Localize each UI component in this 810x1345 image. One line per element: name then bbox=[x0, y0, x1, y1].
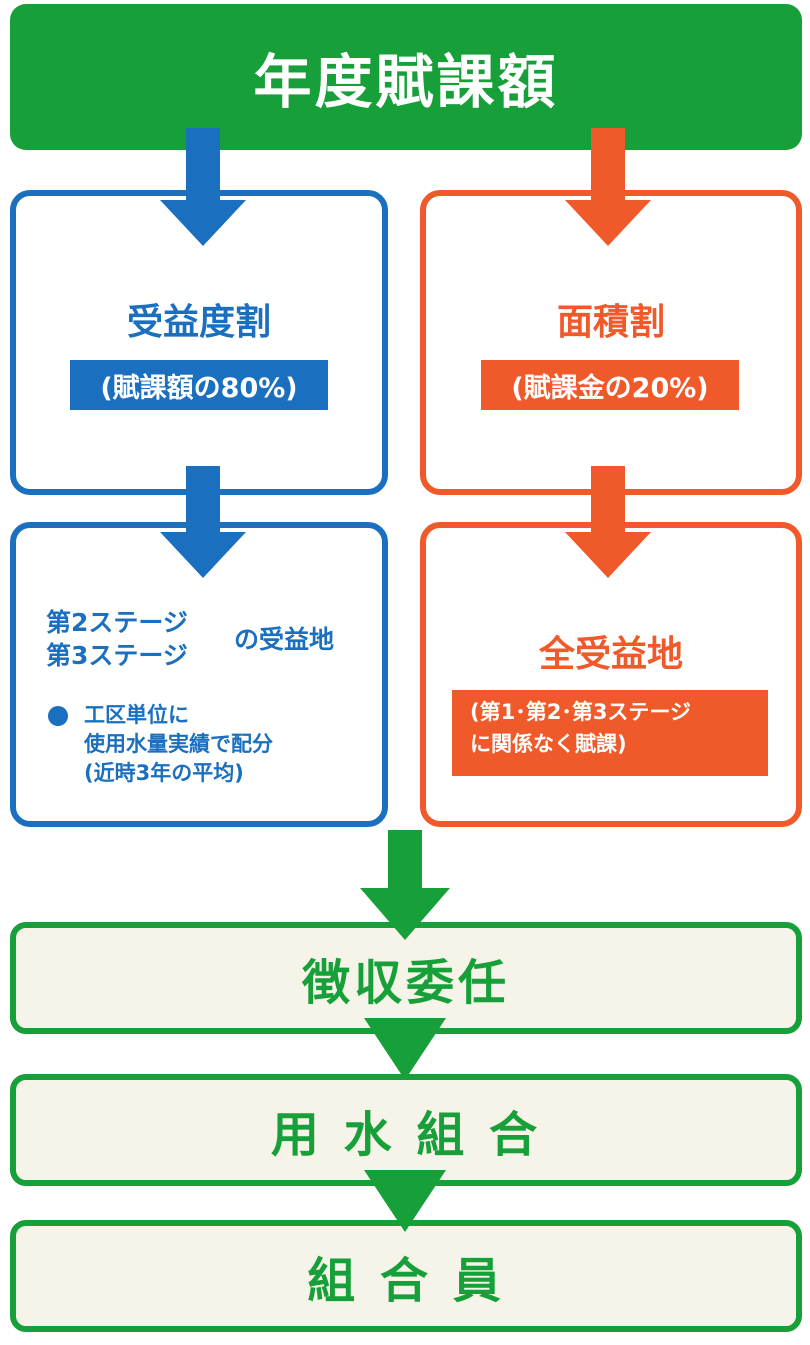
water-association-label: 用 水 組 合 bbox=[270, 1107, 542, 1163]
stage-line-2: 第2ステージ bbox=[46, 608, 188, 637]
benefit-ratio-tag: (賦課額の80%) bbox=[70, 360, 328, 410]
all-benefit-land-tag-line-2: に関係なく賦課) bbox=[470, 732, 627, 756]
arrow-down-icon-green-1 bbox=[360, 830, 450, 940]
arrow-down-icon-orange-1 bbox=[565, 128, 651, 246]
stage-line-3: 第3ステージ bbox=[46, 641, 188, 670]
area-ratio-tag: (賦課金の20%) bbox=[481, 360, 739, 410]
benefit-ratio-heading: 受益度割 bbox=[126, 302, 271, 343]
arrow-down-icon-green-2 bbox=[364, 1018, 446, 1080]
all-benefit-land-heading: 全受益地 bbox=[538, 634, 683, 675]
bullet-dot-icon bbox=[48, 706, 68, 726]
all-benefit-land-box bbox=[420, 522, 802, 827]
note-line-2: 使用水量実績で配分 bbox=[84, 732, 273, 756]
title-banner bbox=[10, 4, 802, 150]
arrow-down-icon-orange-2 bbox=[565, 466, 651, 578]
note-line-3: (近時3年の平均) bbox=[84, 761, 244, 785]
all-benefit-land-tag-line-1: (第1･第2･第3ステージ bbox=[470, 700, 692, 724]
stage-suffix: の受益地 bbox=[234, 625, 335, 654]
arrow-down-icon-blue-1 bbox=[160, 128, 246, 246]
collection-commission-label: 徴収委任 bbox=[301, 955, 510, 1011]
area-ratio-heading: 面積割 bbox=[556, 302, 665, 343]
association-members-label: 組 合 員 bbox=[307, 1253, 505, 1309]
arrow-down-icon-blue-2 bbox=[160, 466, 246, 578]
arrow-down-icon-green-3 bbox=[364, 1170, 446, 1232]
note-line-1: 工区単位に bbox=[84, 703, 189, 727]
all-benefit-land-tag: (第1･第2･第3ステージ に関係なく賦課) bbox=[452, 690, 768, 776]
page-title: 年度賦課額 bbox=[253, 48, 559, 116]
